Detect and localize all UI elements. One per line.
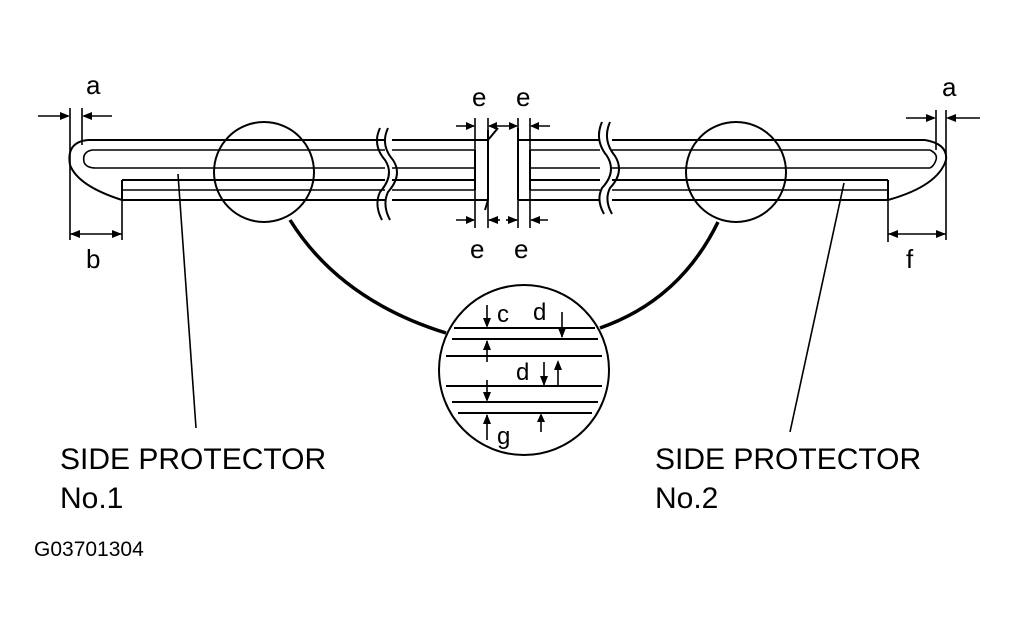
- figure-code: G03701304: [34, 538, 144, 561]
- label-c: c: [497, 301, 509, 328]
- dimension-f: [887, 200, 946, 242]
- label-b: b: [86, 244, 100, 274]
- label-g: g: [497, 423, 510, 450]
- leader-line-no1: [177, 173, 197, 429]
- label-a-right: a: [942, 72, 957, 102]
- label-a-left: a: [86, 70, 101, 100]
- leader-curve-left: [288, 219, 447, 335]
- dimension-a-right: [906, 110, 980, 240]
- caption-no2-line1: SIDE PROTECTOR: [655, 443, 921, 476]
- dimension-e-top: [456, 118, 550, 150]
- dimension-a-left: [38, 108, 112, 168]
- label-d-top: d: [533, 299, 546, 326]
- label-e-bottom-left: e: [470, 234, 484, 264]
- detail-circle-left: [213, 121, 315, 223]
- magnified-detail: [438, 284, 610, 456]
- protector-body: [68, 121, 948, 221]
- dimension-b: [69, 168, 123, 240]
- detail-circle-right: [685, 121, 787, 223]
- caption-no2-line2: No.2: [655, 482, 718, 515]
- caption-no1-line1: SIDE PROTECTOR: [60, 443, 326, 476]
- label-e-bottom-right: e: [514, 234, 528, 264]
- dimension-e-bottom: [456, 190, 548, 228]
- leader-line-no2: [789, 182, 845, 433]
- label-d-mid: d: [516, 359, 529, 386]
- leader-curve-right: [599, 221, 720, 330]
- label-e-top-right: e: [516, 82, 530, 112]
- label-e-top-left: e: [472, 82, 486, 112]
- caption-no1-line2: No.1: [60, 482, 123, 515]
- label-f: f: [906, 244, 914, 274]
